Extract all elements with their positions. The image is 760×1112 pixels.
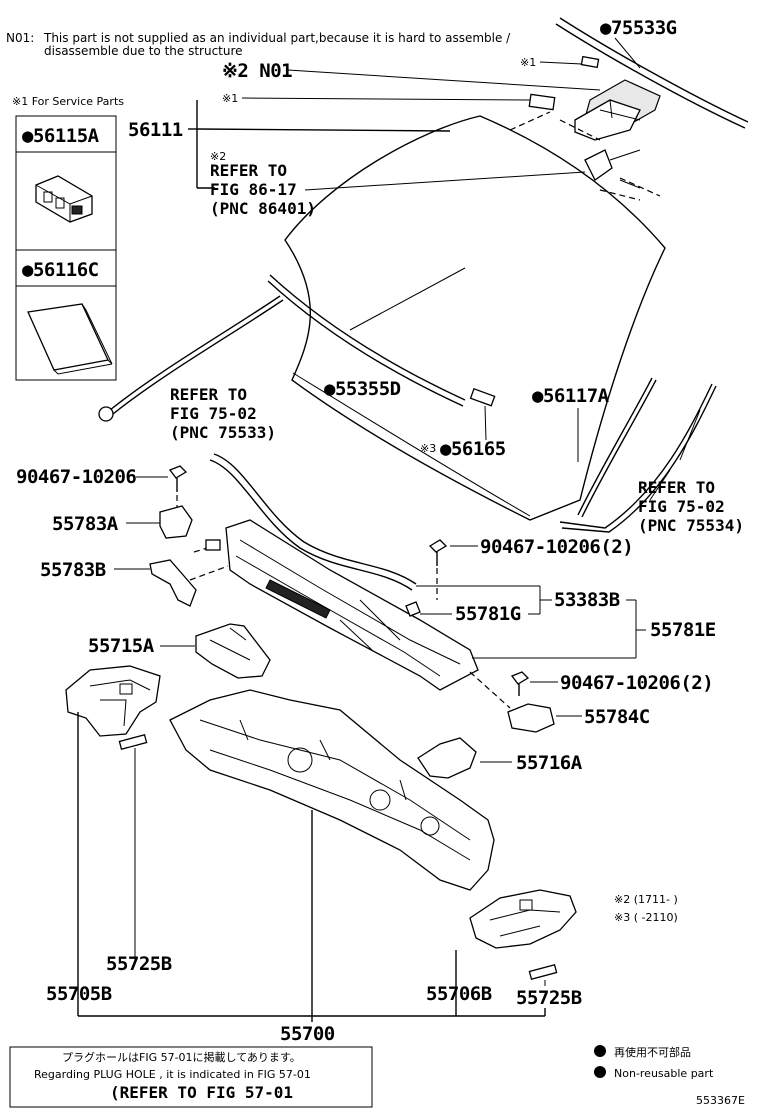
note-n01-prefix: N01: xyxy=(6,31,34,45)
note-range2: ※2 (1711- ) xyxy=(614,893,678,906)
clip-illustration xyxy=(35,175,93,223)
pad-illustration xyxy=(27,303,113,375)
left-side-molding xyxy=(109,295,281,411)
dash-panel-55700 xyxy=(169,689,495,891)
label-n01: ※2 N01 xyxy=(222,60,292,82)
label-90467-a: 90467-10206 xyxy=(16,466,136,488)
label-ref75b-line2: FIG 75-02 xyxy=(638,497,725,516)
note-n01-line1: This part is not supplied as an individu… xyxy=(43,31,511,45)
bracket-55783B xyxy=(149,559,197,607)
label-ref75a-line2: FIG 75-02 xyxy=(170,404,257,423)
note-range3: ※3 ( -2110) xyxy=(614,911,678,924)
label-ref75a-line1: REFER TO xyxy=(170,385,247,404)
label-56165-mark: ※3 xyxy=(420,442,436,455)
cowl-seal xyxy=(209,459,413,591)
plug-55725B-right xyxy=(528,963,558,981)
footer-en: Regarding PLUG HOLE , it is indicated in… xyxy=(34,1068,311,1081)
label-55725B-left: 55725B xyxy=(106,953,172,975)
service-part-56116C: ●56116C xyxy=(22,259,99,281)
label-ref75b-line1: REFER TO xyxy=(638,478,715,497)
molding-75533G xyxy=(555,17,749,129)
bolt-icon-right xyxy=(428,539,448,566)
label-ref75b-line3: (PNC 75534) xyxy=(638,516,744,535)
plug-55725B-left xyxy=(118,733,148,751)
non-reusable-dot-icon xyxy=(594,1066,606,1078)
label-55783B: 55783B xyxy=(40,559,106,581)
service-parts-note: ※1 For Service Parts xyxy=(12,95,124,108)
label-56117A: ●56117A xyxy=(532,385,610,407)
service-parts-box: ●56115A ●56116C xyxy=(15,115,117,381)
bracket-55783A xyxy=(159,505,193,539)
legend-en: Non-reusable part xyxy=(614,1067,714,1080)
label-90467-c: 90467-10206(2) xyxy=(560,672,713,694)
bolt-icon xyxy=(168,465,188,492)
label-mark1-mid: ※1 xyxy=(222,92,238,105)
label-55781G: 55781G xyxy=(455,603,521,625)
figure-id: 553367E xyxy=(696,1094,745,1107)
label-ref86-line3: (PNC 86401) xyxy=(210,199,316,218)
footer-note-box: プラグホールはFIG 57-01に掲載してあります。 Regarding PLU… xyxy=(9,1046,373,1108)
legend-jp: 再使用不可部品 xyxy=(614,1045,691,1059)
bracket-55706B xyxy=(469,889,577,949)
molding-55355D xyxy=(269,274,466,401)
footer-refer: (REFER TO FIG 57-01 xyxy=(110,1083,293,1102)
footer-jp: プラグホールはFIG 57-01に掲載してあります。 xyxy=(62,1050,301,1064)
label-ref86-mark: ※2 xyxy=(210,150,226,163)
bracket-55705B xyxy=(65,665,161,737)
label-55705B: 55705B xyxy=(46,983,112,1005)
cowl-top-panel xyxy=(225,519,479,691)
label-56165: ●56165 xyxy=(440,438,506,460)
label-55716A: 55716A xyxy=(516,752,583,774)
label-ref86-line2: FIG 86-17 xyxy=(210,180,297,199)
service-part-56115A: ●56115A xyxy=(22,125,100,147)
label-55783A: 55783A xyxy=(52,513,119,535)
label-55706B: 55706B xyxy=(426,983,492,1005)
label-55784C: 55784C xyxy=(584,706,650,728)
label-ref75a-line3: (PNC 75533) xyxy=(170,423,276,442)
bolt-icon-lower xyxy=(510,671,530,696)
label-55781E: 55781E xyxy=(650,619,716,641)
label-55355D: ●55355D xyxy=(324,378,401,400)
label-mark1-top: ※1 xyxy=(520,56,536,69)
label-90467-b: 90467-10206(2) xyxy=(480,536,633,558)
label-53383B: 53383B xyxy=(554,589,620,611)
windshield-glass xyxy=(284,115,666,521)
bracket-55716A xyxy=(417,737,477,779)
right-side-molding xyxy=(559,383,717,533)
note-n01-line2: disassemble due to the structure xyxy=(44,44,243,58)
label-56111: 56111 xyxy=(128,119,183,141)
clip-55781G xyxy=(405,601,421,617)
label-ref86-line1: REFER TO xyxy=(210,161,287,180)
non-reusable-dot-icon xyxy=(594,1045,606,1057)
molding-56117A xyxy=(577,377,653,516)
label-75533G: ●75533G xyxy=(600,17,677,39)
label-55700: 55700 xyxy=(280,1023,335,1045)
label-55715A: 55715A xyxy=(88,635,155,657)
legend: 再使用不可部品 Non-reusable part xyxy=(594,1045,714,1080)
label-55725B-right: 55725B xyxy=(516,987,582,1009)
bracket-55784C xyxy=(507,703,555,733)
mirror-bracket xyxy=(574,79,661,141)
